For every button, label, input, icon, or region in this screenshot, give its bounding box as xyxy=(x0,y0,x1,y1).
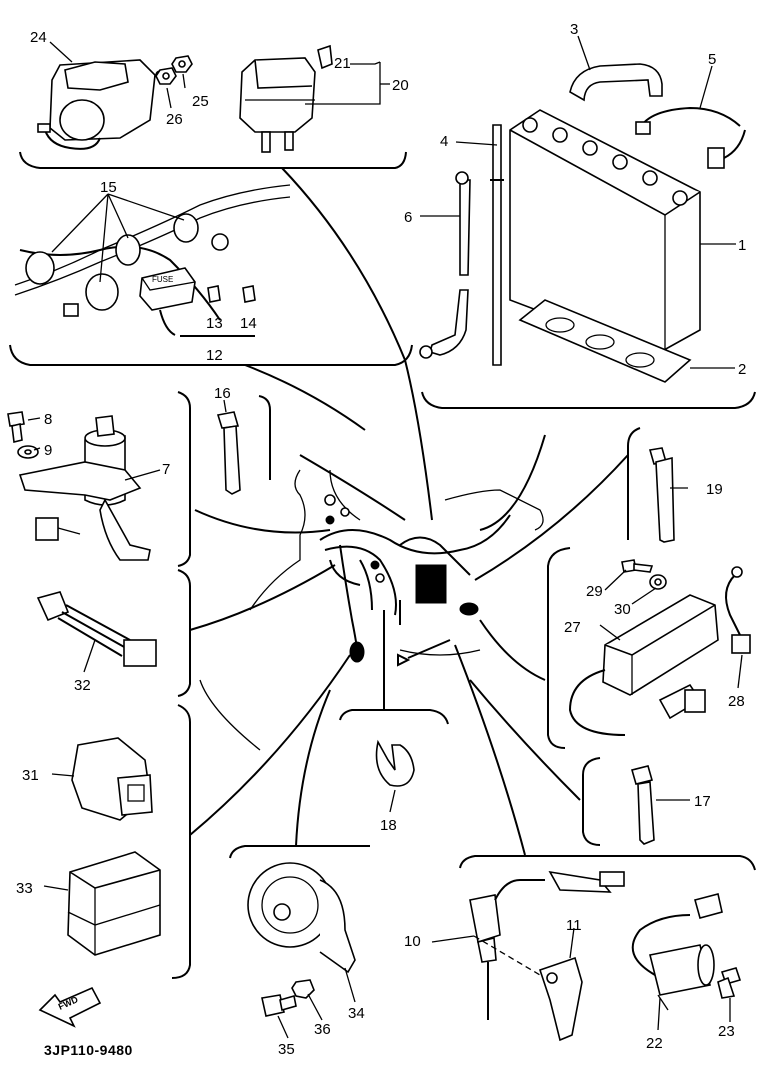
part-10-switch xyxy=(469,870,625,1020)
frame-outline xyxy=(199,469,544,751)
callout-14: 14 xyxy=(240,315,257,332)
callout-leaders xyxy=(27,35,743,1039)
callout-35: 35 xyxy=(278,1041,295,1058)
callout-11: 11 xyxy=(566,917,582,934)
callout-32: 32 xyxy=(74,677,91,694)
part-14-fuse xyxy=(242,285,256,303)
part-33-control-unit xyxy=(67,851,161,956)
callout-33: 33 xyxy=(16,880,33,897)
part-29-bolt xyxy=(621,559,654,573)
callout-30: 30 xyxy=(614,601,631,618)
part-18-clamp xyxy=(375,739,415,787)
callout-29: 29 xyxy=(586,583,603,600)
part-15-clamps xyxy=(14,184,291,321)
part-16-cable-tie xyxy=(216,411,241,495)
part-22-condenser xyxy=(631,893,723,1011)
callout-28: 28 xyxy=(728,693,745,710)
part-8-bolt xyxy=(7,411,25,443)
part-24-coil xyxy=(37,59,165,150)
part-12-fuse-holder: FUSE xyxy=(139,267,196,336)
callout-numbers: 24 25 26 21 20 3 5 4 6 1 2 15 13 14 12 8… xyxy=(16,21,746,1058)
part-30-collar xyxy=(649,574,667,590)
part-5-battery-lead xyxy=(635,106,746,169)
callout-18: 18 xyxy=(380,817,397,834)
callout-19: 19 xyxy=(706,481,723,498)
part-17-cable-tie xyxy=(631,765,655,845)
callout-36: 36 xyxy=(314,1021,331,1038)
part-1-battery xyxy=(509,109,701,360)
part-25-26-nuts xyxy=(155,55,193,85)
callout-22: 22 xyxy=(646,1035,663,1052)
part-3-battery-strap xyxy=(569,63,663,102)
part-6-battery-cable xyxy=(419,171,471,359)
callout-7: 7 xyxy=(162,461,170,478)
callout-13: 13 xyxy=(206,315,223,332)
callout-27: 27 xyxy=(564,619,581,636)
front-direction-arrow: FWD xyxy=(38,986,102,1028)
callout-6: 6 xyxy=(404,209,412,226)
callout-31: 31 xyxy=(22,767,39,784)
part-13-fuse xyxy=(207,285,221,303)
callout-26: 26 xyxy=(166,111,183,128)
callout-16: 16 xyxy=(214,385,231,402)
part-11-bracket xyxy=(538,956,583,1042)
fuse-label: FUSE xyxy=(152,275,173,284)
part-4-breather-pipe xyxy=(490,124,504,366)
part-19-clip xyxy=(648,447,675,543)
panel-boundaries xyxy=(9,151,756,979)
part-20-relay xyxy=(239,44,333,153)
part-23-bolt xyxy=(717,967,742,999)
callout-8: 8 xyxy=(44,411,52,428)
callout-1: 1 xyxy=(738,237,746,254)
callout-3: 3 xyxy=(570,21,578,38)
drawing-code: 3JP110-9480 xyxy=(44,1042,133,1058)
callout-34: 34 xyxy=(348,1005,365,1022)
part-36-nut xyxy=(291,979,315,999)
part-32-lead-wire xyxy=(36,591,157,667)
callout-5: 5 xyxy=(708,51,716,68)
callout-25: 25 xyxy=(192,93,209,110)
part-9-washer xyxy=(17,445,39,459)
part-28-connector xyxy=(725,566,751,654)
callout-23: 23 xyxy=(718,1023,735,1040)
callout-2: 2 xyxy=(738,361,746,378)
part-34-horn xyxy=(247,862,356,974)
part-2-battery-pad xyxy=(518,299,692,383)
callout-20: 20 xyxy=(392,77,409,94)
part-7-main-switch xyxy=(18,415,151,561)
callout-15: 15 xyxy=(100,179,117,196)
callout-4: 4 xyxy=(440,133,448,150)
callout-9: 9 xyxy=(44,442,52,459)
callout-24: 24 xyxy=(30,29,47,46)
callout-10: 10 xyxy=(404,933,421,950)
callout-21: 21 xyxy=(334,55,351,72)
callout-12: 12 xyxy=(206,347,223,364)
leader-lines xyxy=(189,167,629,856)
wire-harness xyxy=(319,494,511,667)
part-27-igniter xyxy=(568,594,719,736)
callout-17: 17 xyxy=(694,793,711,810)
part-31-relay xyxy=(71,737,153,821)
part-35-bolt xyxy=(261,994,297,1017)
